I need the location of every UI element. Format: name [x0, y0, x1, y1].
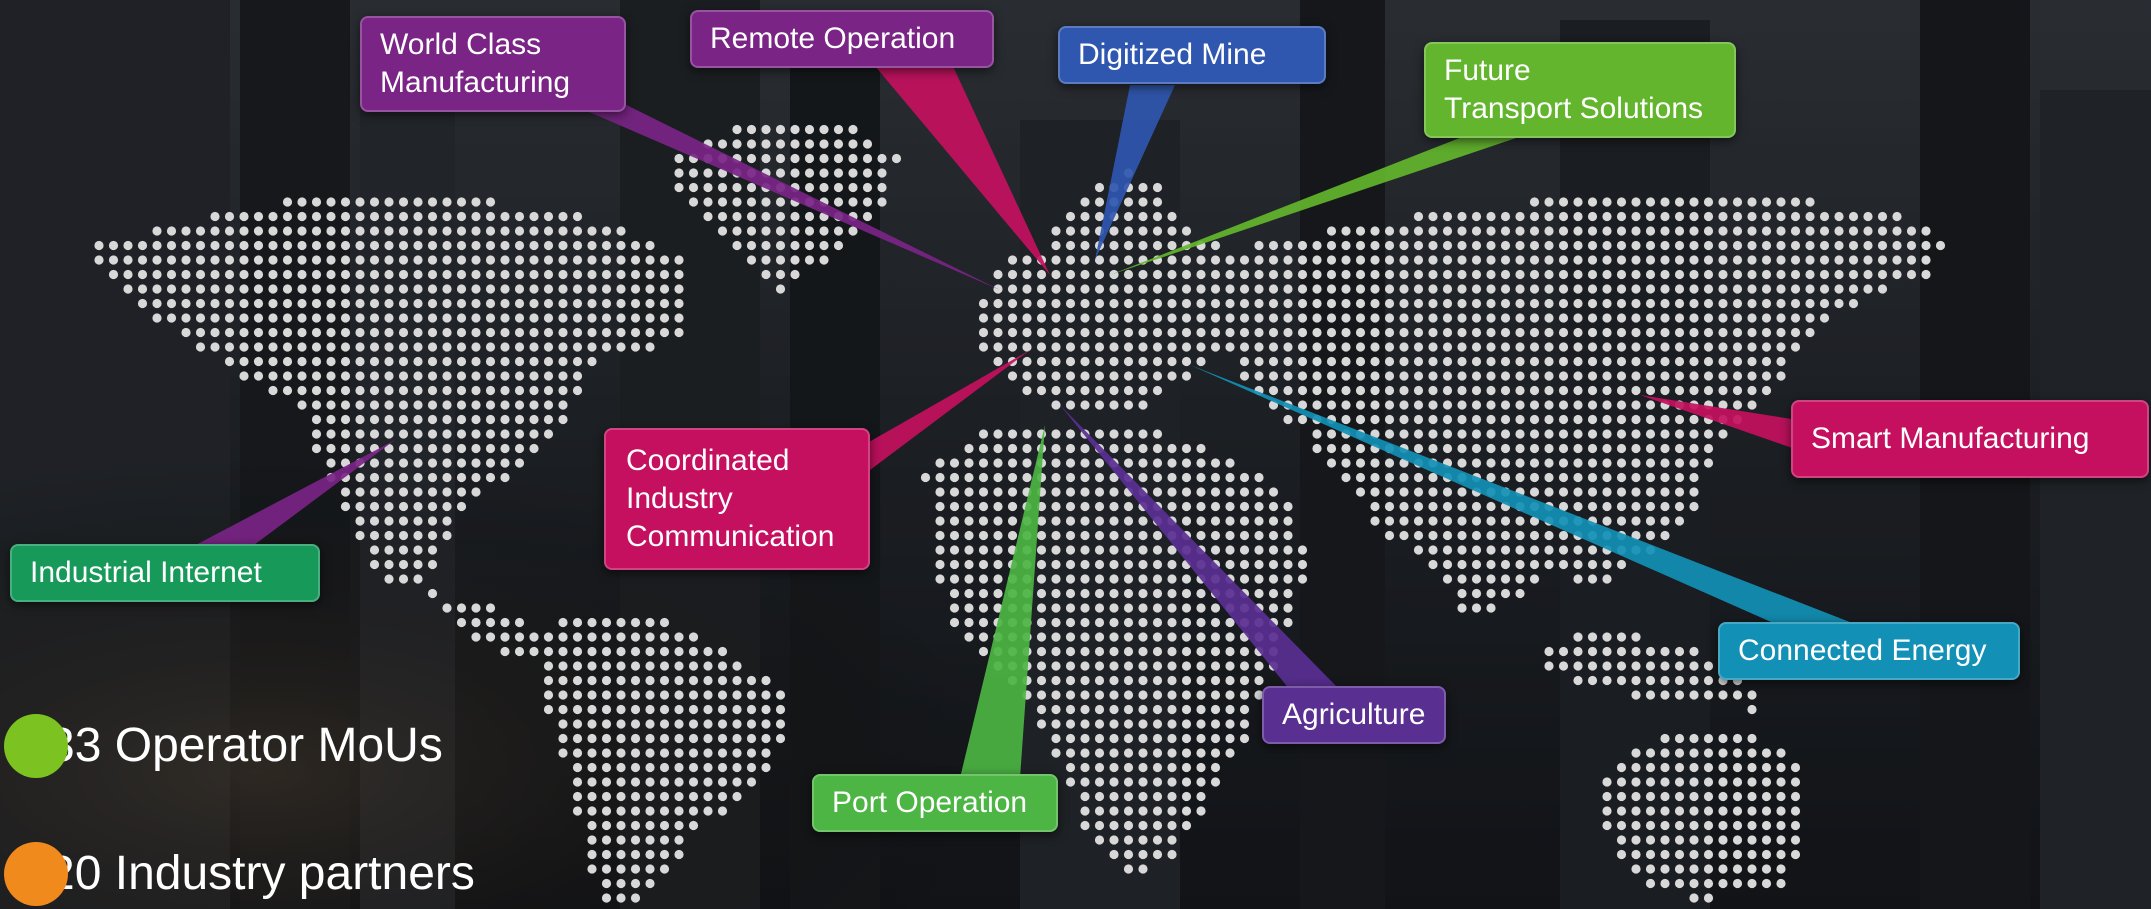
callout-remote-operation: Remote Operation [690, 10, 994, 68]
callout-pointer-smart-manufacturing [1640, 395, 1798, 450]
callout-connected-energy: Connected Energy [1718, 622, 2020, 680]
callout-pointer-digitized-mine [1095, 85, 1175, 260]
callout-future-transport-solutions: Future Transport Solutions [1424, 42, 1736, 138]
callout-coordinated-industry-communication: Coordinated Industry Communication [604, 428, 870, 570]
stat-operator-mous: 33 Operator MoUs [4, 714, 443, 778]
callout-pointer-world-class-manufacturing [520, 82, 1000, 290]
callout-smart-manufacturing: Smart Manufacturing [1791, 400, 2149, 478]
callout-digitized-mine: Digitized Mine [1058, 26, 1326, 84]
stat-marker-green [4, 714, 68, 778]
callout-port-operation: Port Operation [812, 774, 1058, 832]
stat-marker-orange [4, 842, 68, 906]
callout-pointer-port-operation [960, 425, 1045, 778]
stat-operator-mous-label: 33 Operator MoUs [48, 719, 443, 772]
callout-agriculture: Agriculture [1262, 686, 1446, 744]
callout-pointer-remote-operation [870, 60, 1050, 275]
callout-pointer-connected-energy [1190, 365, 1860, 626]
callout-pointers [190, 60, 1860, 778]
callout-pointer-agriculture [1060, 405, 1340, 690]
stat-industry-partners-label: 20 Industry partners [48, 847, 475, 900]
callout-pointer-industrial-internet [190, 440, 395, 548]
stat-industry-partners: 20 Industry partners [4, 842, 475, 906]
callout-world-class-manufacturing: World Class Manufacturing [360, 16, 626, 112]
callout-pointer-future-transport-solutions [1110, 130, 1540, 275]
callout-industrial-internet: Industrial Internet [10, 544, 320, 602]
callout-pointer-coordinated-industry-communication [820, 350, 1030, 470]
